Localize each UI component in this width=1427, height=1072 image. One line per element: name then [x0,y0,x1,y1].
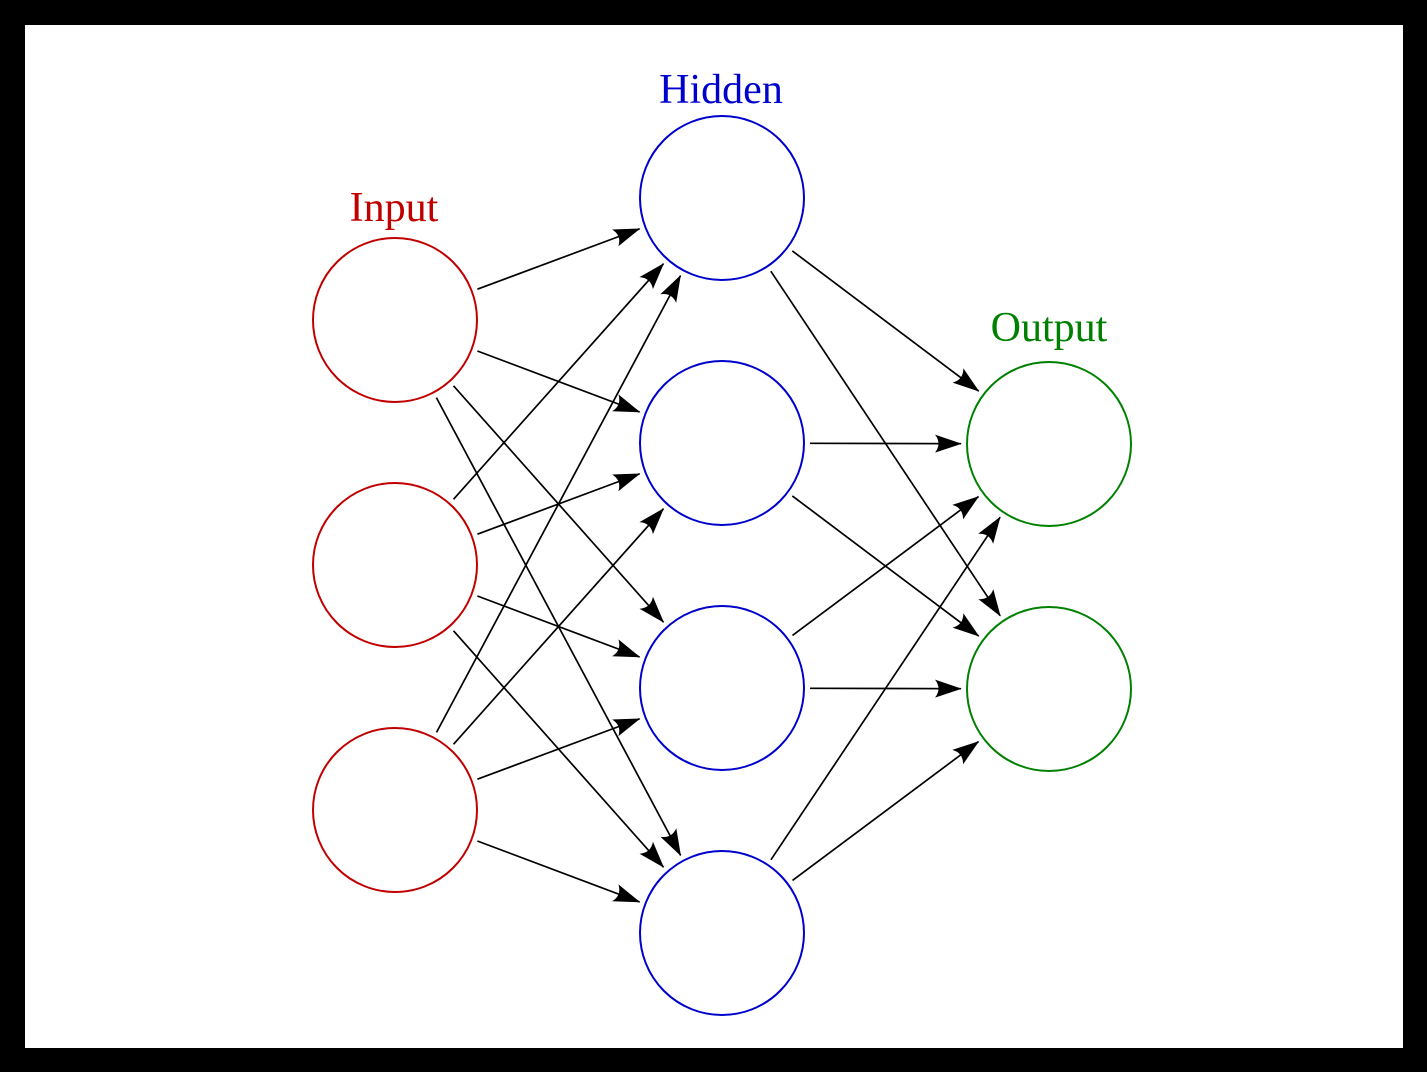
input-layer-label: Input [350,185,439,231]
edge-hidden-3-output-1 [791,740,980,882]
hidden-layer-label: Hidden [659,67,783,113]
output-node-2 [966,606,1132,772]
edge-input-2-hidden-0 [435,274,682,733]
hidden-node-4 [639,850,805,1016]
edge-input-0-hidden-0 [477,228,641,290]
input-node-1 [312,237,478,403]
hidden-node-1 [639,115,805,281]
hidden-node-3 [639,605,805,771]
edge-input-2-hidden-3 [477,840,641,903]
figure-canvas [25,25,1403,1048]
output-layer-label: Output [991,305,1108,351]
output-node-1 [966,361,1132,527]
input-node-2 [312,482,478,648]
edge-input-2-hidden-1 [452,508,665,745]
edge-hidden-3-output-0 [770,516,1001,861]
edge-hidden-2-output-0 [791,495,980,637]
input-node-3 [312,727,478,893]
edge-hidden-0-output-0 [791,250,980,392]
edge-input-1-hidden-0 [452,263,665,500]
hidden-node-2 [639,360,805,526]
edge-input-2-hidden-2 [477,718,641,780]
